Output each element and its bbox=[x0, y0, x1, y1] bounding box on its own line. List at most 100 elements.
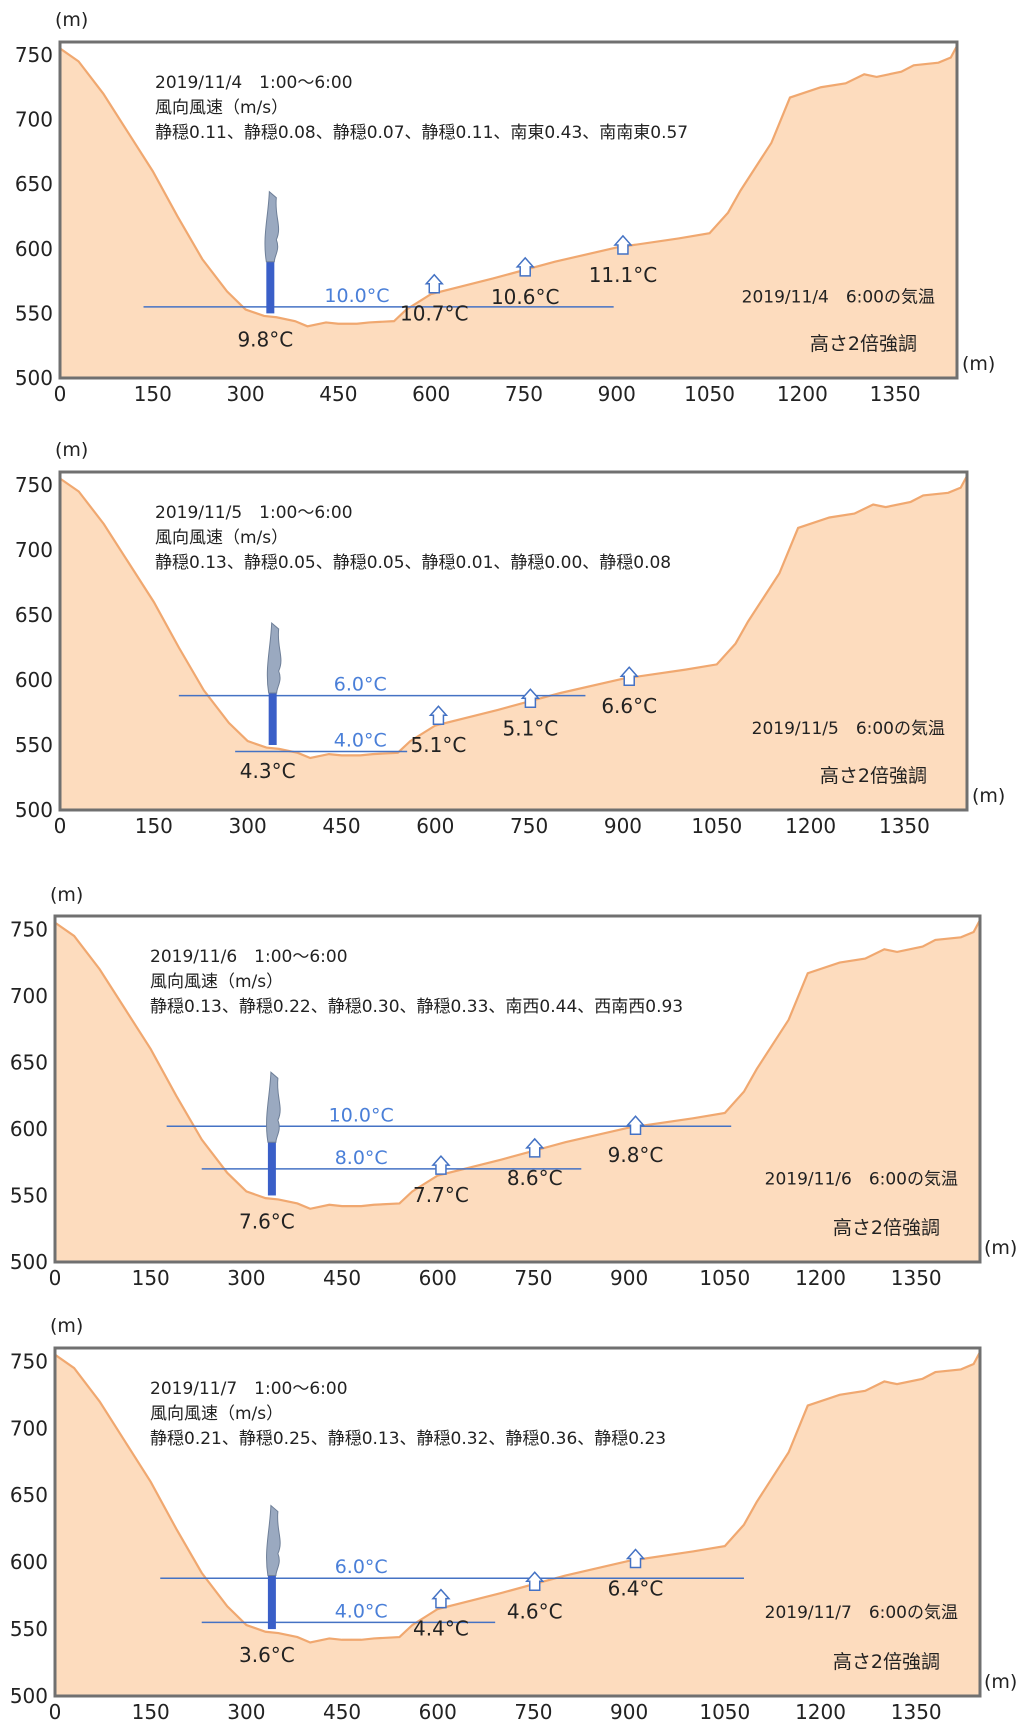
house-icon bbox=[625, 1115, 646, 1135]
y-tick-label: 500 bbox=[10, 1684, 48, 1708]
x-tick-label: 150 bbox=[135, 814, 173, 838]
x-tick-label: 1050 bbox=[699, 1700, 750, 1724]
x-tick-label: 1200 bbox=[795, 1266, 846, 1290]
y-tick-label: 550 bbox=[15, 301, 53, 325]
station-temperature-label: 10.6°C bbox=[491, 285, 560, 309]
x-tick-label: 0 bbox=[54, 814, 67, 838]
house-icon bbox=[525, 1137, 545, 1158]
wind-heading: 風向風速（m/s） bbox=[150, 1404, 283, 1424]
x-tick-label: 450 bbox=[323, 1700, 361, 1724]
x-tick-label: 900 bbox=[610, 1700, 648, 1724]
wind-values: 静穏0.11、静穏0.08、静穏0.07、静穏0.11、南東0.43、南南東0.… bbox=[155, 123, 688, 143]
isotherm-label: 10.0°C bbox=[329, 1104, 394, 1126]
x-tick-label: 300 bbox=[227, 1266, 265, 1290]
isotherm-label: 10.0°C bbox=[324, 285, 389, 307]
x-tick-label: 1200 bbox=[785, 814, 836, 838]
x-tick-label: 1350 bbox=[879, 814, 930, 838]
terrain-profile-line bbox=[59, 45, 958, 328]
plot-frame bbox=[58, 470, 969, 812]
station-temperature-label: 5.1°C bbox=[411, 733, 467, 757]
y-tick-label: 600 bbox=[10, 1117, 48, 1141]
house-icon bbox=[520, 688, 541, 709]
house-icon bbox=[431, 1155, 451, 1175]
chimney-icon bbox=[266, 261, 275, 314]
wind-heading: 風向風速（m/s） bbox=[150, 972, 283, 992]
x-tick-label: 450 bbox=[323, 1266, 361, 1290]
wind-heading: 風向風速（m/s） bbox=[155, 98, 288, 118]
x-axis-unit: (m) bbox=[962, 353, 995, 375]
source-temperature-label: 7.6°C bbox=[239, 1209, 295, 1233]
x-tick-label: 1050 bbox=[699, 1266, 750, 1290]
y-axis-unit: (m) bbox=[55, 439, 88, 461]
x-tick-label: 300 bbox=[227, 1700, 265, 1724]
isotherm-label: 8.0°C bbox=[335, 1147, 388, 1169]
x-axis-unit: (m) bbox=[972, 785, 1005, 807]
station-temperature-label: 10.7°C bbox=[400, 302, 469, 326]
smoke-plume-icon bbox=[266, 621, 282, 694]
smoke-plume-icon bbox=[264, 190, 280, 263]
y-tick-label: 600 bbox=[15, 668, 53, 692]
x-tick-label: 900 bbox=[598, 382, 636, 406]
terrain-area bbox=[60, 45, 957, 379]
source-temperature-label: 3.6°C bbox=[239, 1643, 295, 1667]
wind-values: 静穏0.13、静穏0.05、静穏0.05、静穏0.01、静穏0.00、静穏0.0… bbox=[155, 553, 671, 573]
station-temperature-label: 8.6°C bbox=[507, 1166, 563, 1190]
y-axis-unit: (m) bbox=[50, 884, 83, 906]
x-tick-label: 1200 bbox=[795, 1700, 846, 1724]
height-emphasis-note: 高さ2倍強調 bbox=[820, 765, 927, 787]
smoke-plume-icon bbox=[266, 1071, 281, 1143]
house-icon bbox=[619, 666, 639, 686]
time-range-label: 2019/11/5 1:00〜6:00 bbox=[155, 503, 353, 523]
y-tick-label: 650 bbox=[10, 1483, 48, 1507]
y-tick-label: 750 bbox=[15, 43, 53, 67]
x-tick-label: 150 bbox=[132, 1266, 170, 1290]
x-tick-label: 300 bbox=[226, 382, 264, 406]
x-tick-label: 600 bbox=[419, 1266, 457, 1290]
y-tick-label: 700 bbox=[15, 108, 53, 132]
y-tick-label: 550 bbox=[10, 1617, 48, 1641]
chimney-icon bbox=[267, 1142, 276, 1196]
y-tick-label: 750 bbox=[15, 473, 53, 497]
time-range-label: 2019/11/4 1:00〜6:00 bbox=[155, 73, 353, 93]
x-axis-unit: (m) bbox=[984, 1671, 1017, 1693]
isotherm-label: 6.0°C bbox=[335, 1556, 388, 1578]
station-temperature-label: 4.4°C bbox=[413, 1617, 469, 1641]
snapshot-label: 2019/11/6 6:00の気温 bbox=[765, 1169, 958, 1189]
wind-values: 静穏0.21、静穏0.25、静穏0.13、静穏0.32、静穏0.36、静穏0.2… bbox=[150, 1429, 666, 1449]
smoke-plume-icon bbox=[266, 1504, 281, 1577]
source-temperature-label: 9.8°C bbox=[237, 327, 293, 351]
chimney-icon bbox=[267, 1575, 276, 1630]
snapshot-label: 2019/11/7 6:00の気温 bbox=[765, 1603, 958, 1623]
x-tick-label: 0 bbox=[54, 382, 67, 406]
y-tick-label: 700 bbox=[15, 538, 53, 562]
x-tick-label: 600 bbox=[416, 814, 454, 838]
x-tick-label: 900 bbox=[610, 1266, 648, 1290]
isotherm-label: 4.0°C bbox=[334, 730, 387, 752]
x-tick-label: 1050 bbox=[691, 814, 742, 838]
y-tick-label: 500 bbox=[15, 366, 53, 390]
wind-heading: 風向風速（m/s） bbox=[155, 528, 288, 548]
wind-values: 静穏0.13、静穏0.22、静穏0.30、静穏0.33、南西0.44、西南西0.… bbox=[150, 997, 683, 1017]
terrain-area bbox=[55, 920, 980, 1262]
station-temperature-label: 7.7°C bbox=[413, 1183, 469, 1207]
x-tick-label: 750 bbox=[505, 382, 543, 406]
isotherm-label: 6.0°C bbox=[334, 674, 387, 696]
x-tick-label: 750 bbox=[514, 1266, 552, 1290]
y-tick-label: 550 bbox=[15, 733, 53, 757]
x-tick-label: 1350 bbox=[891, 1700, 942, 1724]
y-tick-label: 600 bbox=[15, 237, 53, 261]
y-tick-label: 750 bbox=[10, 917, 48, 941]
station-temperature-label: 4.6°C bbox=[507, 1599, 563, 1623]
terrain-area bbox=[60, 475, 967, 810]
height-emphasis-note: 高さ2倍強調 bbox=[810, 333, 917, 355]
y-axis-unit: (m) bbox=[50, 1315, 83, 1337]
plot-frame bbox=[58, 40, 959, 380]
station-temperature-label: 6.6°C bbox=[601, 694, 657, 718]
x-tick-label: 900 bbox=[604, 814, 642, 838]
house-icon bbox=[428, 705, 449, 725]
y-axis-unit: (m) bbox=[55, 9, 88, 31]
